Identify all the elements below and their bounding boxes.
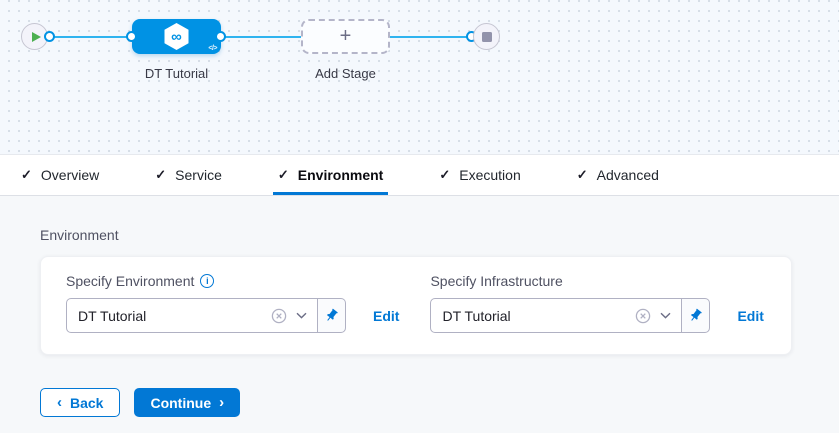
chevron-left-icon: ‹ — [57, 393, 62, 411]
tab-advanced[interactable]: ✓ Advanced — [572, 155, 664, 195]
pin-icon — [691, 308, 703, 321]
connector-port[interactable] — [44, 31, 55, 42]
environment-card: Specify Environment i — [40, 256, 792, 355]
pipeline-canvas[interactable]: ∞ </> + DT Tutorial Add Stage — [0, 0, 839, 155]
pipeline-start-node[interactable] — [21, 23, 48, 50]
wizard-footer: ‹ Back Continue › — [40, 388, 799, 417]
field-specify-infrastructure: Specify Infrastructure — [430, 272, 764, 333]
code-icon: </> — [208, 45, 217, 52]
pin-button[interactable] — [318, 298, 346, 333]
field-label-text: Specify Infrastructure — [430, 272, 563, 289]
stage-node-label: DT Tutorial — [144, 66, 209, 81]
tab-overview[interactable]: ✓ Overview — [16, 155, 104, 195]
back-button-label: Back — [70, 394, 104, 411]
svg-text:∞: ∞ — [171, 29, 182, 46]
check-icon: ✓ — [277, 167, 289, 182]
pipeline-end-node[interactable] — [473, 23, 500, 50]
tab-execution[interactable]: ✓ Execution — [434, 155, 525, 195]
tab-service[interactable]: ✓ Service — [150, 155, 227, 195]
tab-label: Service — [175, 167, 222, 183]
field-label-text: Specify Environment — [66, 272, 195, 289]
environment-panel: Environment Specify Environment i — [0, 196, 839, 417]
pipeline-edge — [388, 36, 472, 38]
infrastructure-select-input[interactable] — [431, 307, 636, 324]
check-icon: ✓ — [439, 167, 451, 182]
field-label: Specify Infrastructure — [430, 272, 763, 289]
back-button[interactable]: ‹ Back — [40, 388, 121, 417]
tab-environment[interactable]: ✓ Environment — [272, 155, 389, 195]
tab-label: Execution — [459, 167, 521, 183]
pin-button[interactable] — [682, 298, 711, 333]
chevron-right-icon: › — [219, 393, 225, 411]
section-title: Environment — [40, 227, 119, 243]
pipeline-edge — [219, 36, 303, 38]
clear-icon[interactable] — [635, 308, 651, 324]
tab-label: Advanced — [596, 167, 659, 183]
stop-icon — [481, 31, 492, 42]
check-icon: ✓ — [21, 167, 32, 182]
deployment-hexagon-icon: ∞ — [164, 23, 189, 50]
edit-infrastructure-link[interactable]: Edit — [737, 307, 764, 324]
connector-port[interactable] — [215, 31, 226, 42]
chevron-down-icon[interactable] — [660, 312, 671, 319]
add-stage-button[interactable]: + — [301, 19, 390, 54]
environment-select-group — [66, 298, 346, 333]
pin-icon — [327, 308, 338, 321]
environment-select[interactable] — [66, 298, 318, 333]
connector-port[interactable] — [126, 31, 137, 42]
stage-config-tabs: ✓ Overview ✓ Service ✓ Environment ✓ Exe… — [0, 155, 839, 196]
tab-label: Environment — [297, 167, 384, 183]
edit-environment-link[interactable]: Edit — [373, 307, 400, 324]
play-icon — [31, 31, 41, 42]
infrastructure-select[interactable] — [430, 298, 683, 333]
pipeline-edge — [50, 36, 132, 38]
add-stage-label: Add Stage — [315, 66, 376, 81]
field-label: Specify Environment i — [66, 272, 399, 289]
clear-icon[interactable] — [271, 308, 287, 324]
environment-select-input[interactable] — [67, 307, 271, 324]
check-icon: ✓ — [576, 167, 588, 182]
plus-icon: + — [339, 24, 352, 47]
info-icon[interactable]: i — [200, 273, 215, 288]
stage-node-dt-tutorial[interactable]: ∞ </> — [132, 19, 221, 54]
chevron-down-icon[interactable] — [296, 312, 307, 319]
continue-button-label: Continue — [150, 394, 212, 411]
infrastructure-select-group — [430, 298, 711, 333]
check-icon: ✓ — [155, 167, 167, 182]
tab-label: Overview — [40, 167, 100, 183]
field-specify-environment: Specify Environment i — [66, 272, 399, 333]
continue-button[interactable]: Continue › — [134, 388, 241, 417]
